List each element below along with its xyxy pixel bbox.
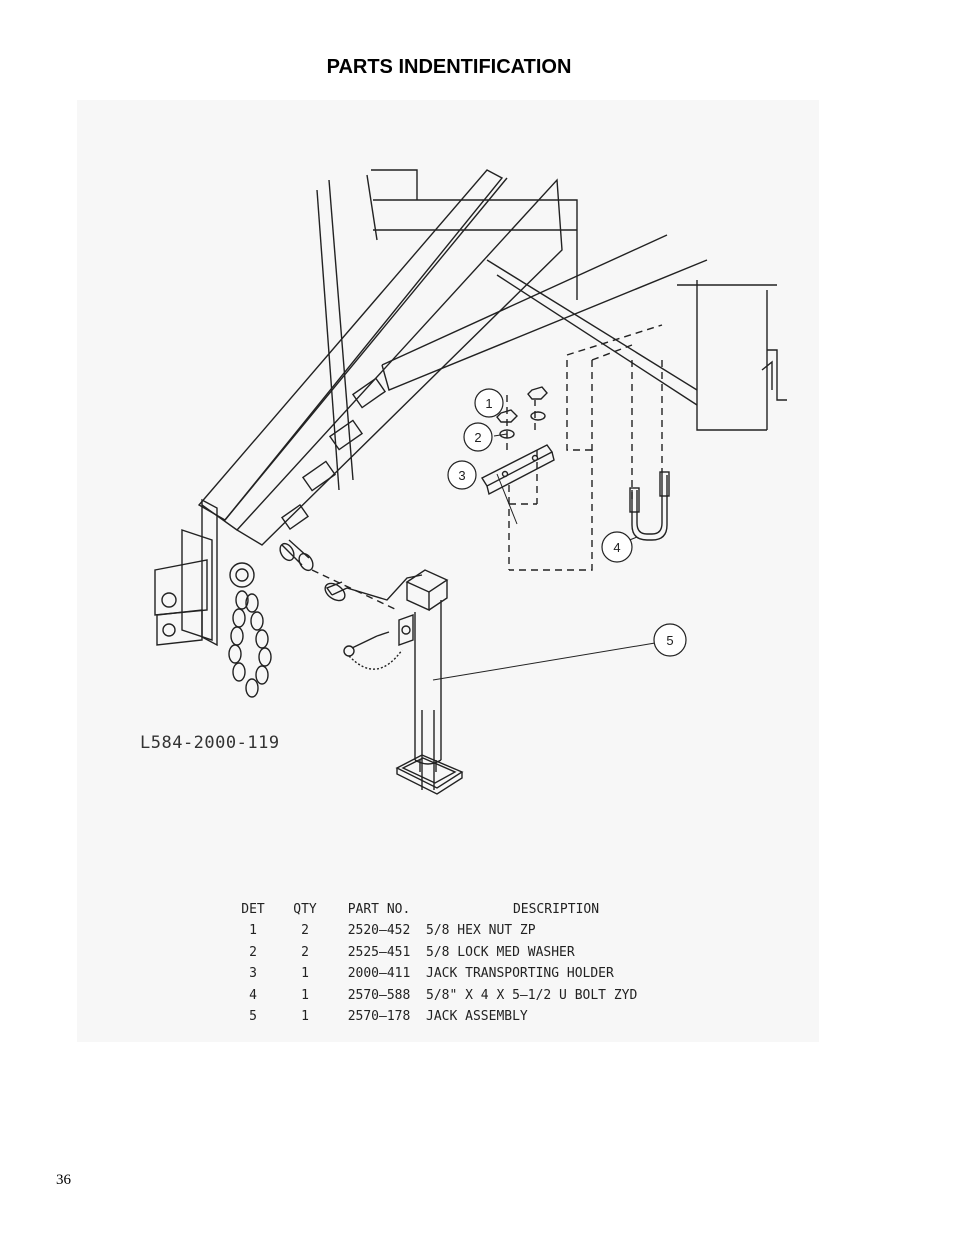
cell-det: 3 — [249, 966, 257, 982]
cross-beam — [381, 234, 668, 366]
table-row: 2 2 2525–451 5/8 LOCK MED WASHER — [232, 942, 686, 964]
cell-det: 1 — [249, 923, 257, 939]
cell-det: 2 — [249, 944, 257, 960]
cell-part-no: 2570–178 — [347, 1009, 411, 1025]
parts-table: DET QTY PART NO. DESCRIPTION 1 2 2520–45… — [232, 898, 686, 1028]
cell-description: JACK TRANSPORTING HOLDER — [426, 966, 614, 982]
header-qty: QTY — [293, 901, 317, 917]
hitch-plate — [201, 498, 218, 647]
lanyard-chain — [348, 649, 403, 670]
cell-part-no: 2525–451 — [347, 944, 411, 960]
header-det: DET — [241, 901, 265, 917]
crank-handle — [331, 574, 423, 601]
drawing-code: L584-2000-119 — [140, 733, 280, 753]
cell-qty: 1 — [301, 987, 309, 1003]
page-title: PARTS INDENTIFICATION — [326, 56, 572, 78]
jack-icon — [395, 569, 464, 795]
page-number: 36 — [56, 1172, 71, 1188]
lock-washer-icon — [499, 429, 515, 439]
trailer-hitch-drawing: 1 2 3 4 5 — [154, 169, 787, 795]
callout-2: 2 — [474, 430, 481, 445]
cell-description: 5/8" X 4 X 5–1/2 U BOLT ZYD — [426, 987, 638, 1003]
cell-description: 5/8 HEX NUT ZP — [426, 923, 536, 939]
callout-5: 5 — [666, 633, 673, 648]
safety-chain-icon — [228, 590, 272, 698]
table-row: 4 1 2570–588 5/8" X 4 X 5–1/2 U BOLT ZYD — [232, 985, 686, 1007]
cell-part-no: 2570–588 — [347, 987, 411, 1003]
callout-3: 3 — [458, 468, 465, 483]
callout-4: 4 — [613, 540, 620, 555]
u-bolt-icon — [629, 471, 670, 541]
cell-part-no: 2000–411 — [347, 966, 411, 982]
cell-part-no: 2520–452 — [347, 923, 411, 939]
cell-det: 4 — [249, 987, 257, 1003]
table-row: 1 2 2520–452 5/8 HEX NUT ZP — [232, 920, 686, 942]
cell-qty: 2 — [301, 923, 309, 939]
frame-upright — [316, 189, 340, 491]
hex-nut-icon — [496, 409, 518, 423]
cell-description: 5/8 LOCK MED WASHER — [426, 944, 575, 960]
table-row: 5 1 2570–178 JACK ASSEMBLY — [232, 1006, 686, 1028]
cell-det: 5 — [249, 1009, 257, 1025]
header-description: DESCRIPTION — [512, 901, 600, 917]
cell-description: JACK ASSEMBLY — [426, 1009, 528, 1025]
header-part-no: PART NO. — [347, 901, 411, 917]
table-header-row: DET QTY PART NO. DESCRIPTION — [232, 898, 686, 920]
cell-qty: 1 — [301, 1009, 309, 1025]
table-row: 3 1 2000–411 JACK TRANSPORTING HOLDER — [232, 963, 686, 985]
cell-qty: 1 — [301, 966, 309, 982]
cell-qty: 2 — [301, 944, 309, 960]
parts-diagram: 1 2 3 4 5 L584-2000-119 DET QTY PART NO.… — [77, 100, 819, 1042]
callout-1: 1 — [485, 396, 492, 411]
